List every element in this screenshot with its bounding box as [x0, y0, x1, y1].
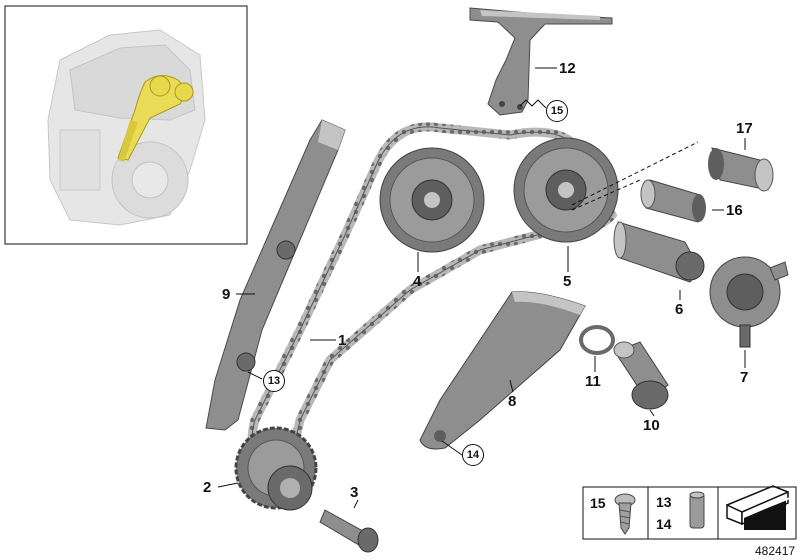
- part-12-bracket: [469, 7, 613, 116]
- label-part-10: 10: [643, 417, 660, 434]
- label-part-7: 7: [740, 369, 749, 386]
- gasket-material-icon: [726, 485, 791, 530]
- label-part-6: 6: [675, 301, 684, 318]
- circled-label-15: 15: [546, 100, 568, 122]
- label-part-9: 9: [222, 286, 231, 303]
- alignment-lines: [571, 141, 699, 211]
- engine-location-thumbnail: [4, 5, 248, 245]
- torx-screw-icon: [614, 493, 636, 535]
- label-part-8: 8: [508, 393, 517, 410]
- legend-pin-ref-b: 14: [656, 516, 672, 532]
- part-6-solenoid-valve: [613, 221, 705, 283]
- circled-label-14: 14: [462, 444, 484, 466]
- label-part-2: 2: [203, 479, 212, 496]
- part-5-camshaft-adjuster: [513, 137, 619, 243]
- part-16-bushing: [640, 179, 706, 223]
- part-2-crankshaft-sprocket: [234, 426, 318, 511]
- part-7-actuator: [709, 256, 789, 348]
- label-part-16: 16: [726, 202, 743, 219]
- label-part-17: 17: [736, 120, 753, 137]
- circled-label-13: 13: [263, 370, 285, 392]
- part-8-guide-rail: [419, 291, 586, 450]
- leader-lines: [217, 67, 746, 509]
- label-part-3: 3: [350, 484, 359, 501]
- document-number: 482417: [755, 544, 796, 558]
- legend-pin-ref-a: 13: [656, 494, 672, 510]
- legend-screw-ref: 15: [590, 495, 606, 511]
- part-10-chain-tensioner: [613, 341, 669, 410]
- dowel-pin-icon: [689, 491, 705, 529]
- part-3-bolt: [319, 509, 379, 553]
- part-17-central-valve: [708, 147, 774, 192]
- label-part-12: 12: [559, 60, 576, 77]
- part-4-camshaft-adjuster: [379, 147, 485, 253]
- label-part-11: 11: [585, 373, 601, 390]
- label-part-1: 1: [338, 332, 347, 349]
- part-11-seal-ring: [579, 325, 615, 355]
- part-9-tensioner-rail: [205, 119, 346, 431]
- legend-box: [582, 485, 797, 540]
- label-part-4: 4: [413, 273, 422, 290]
- label-part-5: 5: [563, 273, 572, 290]
